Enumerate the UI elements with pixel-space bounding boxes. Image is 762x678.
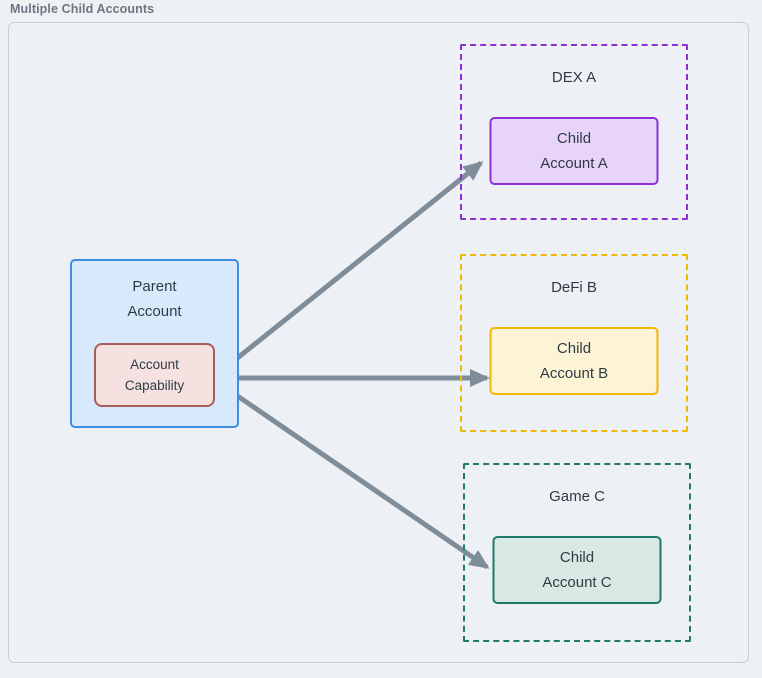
arrow-parent-to-child-a bbox=[218, 161, 484, 374]
capability-label-line-2: Capability bbox=[124, 378, 185, 393]
container-game-c: Game C Child Account C bbox=[463, 463, 691, 642]
child-a-label-line-2: Account A bbox=[540, 155, 608, 172]
child-a-label-line-1: Child bbox=[556, 130, 592, 147]
child-c-label-line-1: Child bbox=[559, 549, 595, 566]
container-dex-a-label: DEX A bbox=[551, 69, 597, 86]
child-b-label-line-2: Account B bbox=[539, 365, 609, 382]
capability-label-line-1: Account bbox=[130, 357, 179, 372]
container-dex-a: DEX A Child Account A bbox=[460, 44, 688, 220]
parent-account-node: Parent Account Account Capability bbox=[70, 259, 239, 428]
child-account-c-node: Child Account C bbox=[492, 536, 662, 604]
diagram-title: Multiple Child Accounts bbox=[10, 2, 155, 16]
parent-label-line-2: Account bbox=[127, 303, 182, 320]
diagram-canvas: Parent Account Account Capability DEX A … bbox=[8, 22, 749, 663]
parent-label-line-1: Parent bbox=[132, 278, 177, 295]
child-b-label-line-1: Child bbox=[556, 340, 592, 357]
container-defi-b: DeFi B Child Account B bbox=[460, 254, 688, 432]
account-capability-node: Account Capability bbox=[94, 343, 215, 407]
parent-account-label: Parent Account bbox=[72, 274, 237, 324]
container-game-c-label: Game C bbox=[549, 488, 605, 505]
arrow-parent-to-child-c bbox=[218, 381, 490, 570]
container-defi-b-label: DeFi B bbox=[551, 279, 597, 296]
child-account-b-node: Child Account B bbox=[489, 327, 659, 395]
child-c-label-line-2: Account C bbox=[542, 574, 612, 591]
child-account-a-node: Child Account A bbox=[489, 117, 659, 185]
